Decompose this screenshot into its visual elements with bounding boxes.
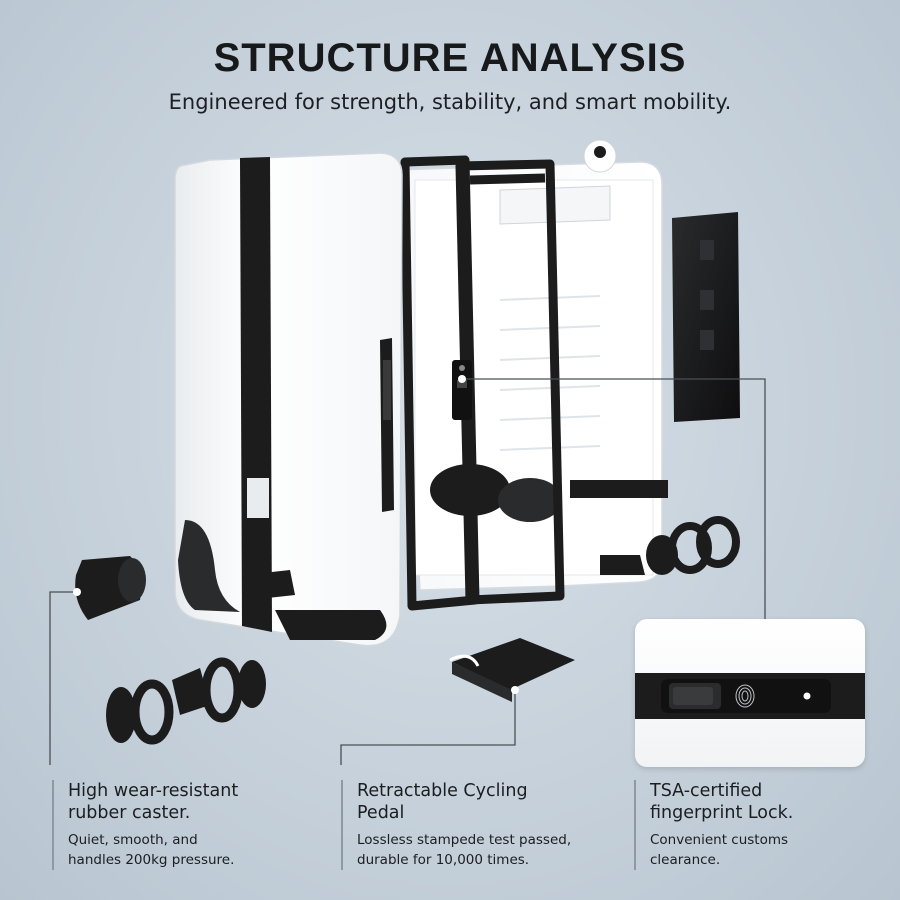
callout-dots (73, 375, 519, 694)
retractable-pedal (449, 638, 575, 702)
feature-description-line: Convenient customs (650, 832, 789, 848)
feature-fingerprint-lock: TSA-certified fingerprint Lock. Convenie… (634, 780, 880, 870)
feature-description-line: Quiet, smooth, and (68, 832, 198, 848)
feature-description: Quiet, smooth, and handles 200kg pressur… (68, 830, 298, 870)
feature-heading-line: Retractable Cycling (357, 781, 528, 801)
feature-heading-line: High wear-resistant (68, 781, 239, 801)
feature-heading: TSA-certified fingerprint Lock. (650, 780, 880, 824)
feature-description-line: handles 200kg pressure. (68, 852, 235, 868)
feature-description-line: Lossless stampede test passed, (357, 832, 572, 848)
feature-heading-line: fingerprint Lock. (650, 803, 794, 823)
fingerprint-icon (735, 684, 755, 708)
feature-rubber-caster: High wear-resistant rubber caster. Quiet… (52, 780, 298, 870)
inner-shell (394, 139, 668, 591)
side-plate (672, 212, 740, 422)
feature-description: Convenient customs clearance. (650, 830, 880, 870)
feature-cycling-pedal: Retractable Cycling Pedal Lossless stamp… (341, 780, 607, 870)
feature-heading-line: TSA-certified (650, 781, 763, 801)
feature-description-line: durable for 10,000 times. (357, 852, 530, 868)
rubber-caster-parts (75, 556, 266, 745)
feature-heading: Retractable Cycling Pedal (357, 780, 607, 824)
fingerprint-lock-inset (635, 619, 865, 767)
front-shell (174, 152, 403, 647)
fingerprint-lock-closeup (635, 673, 865, 719)
feature-heading-line: Pedal (357, 803, 405, 823)
feature-description-line: clearance. (650, 852, 721, 868)
right-wheel-parts (646, 516, 740, 575)
leader-lines (49, 378, 766, 765)
aluminum-frames (400, 155, 565, 611)
feature-description: Lossless stampede test passed, durable f… (357, 830, 607, 870)
page-subtitle: Engineered for strength, stability, and … (168, 90, 732, 114)
lock-rail (452, 360, 472, 420)
feature-heading: High wear-resistant rubber caster. (68, 780, 298, 824)
feature-heading-line: rubber caster. (68, 803, 191, 823)
page-title: STRUCTURE ANALYSIS (213, 36, 687, 80)
